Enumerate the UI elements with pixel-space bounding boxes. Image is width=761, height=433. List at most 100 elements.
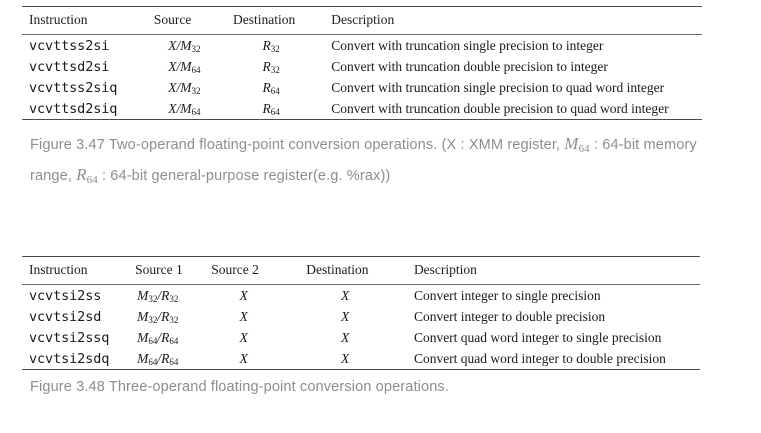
operand-base-b: R [161,287,170,303]
cell-description: Convert with truncation single precision… [331,37,604,53]
rule-segment [211,256,307,257]
operand-subscript-a: 64 [148,335,158,346]
cell-source: X/M32 [154,35,233,56]
table-1-bottom-rule [22,119,702,120]
operand-subscript-b: 32 [169,314,179,325]
rule-segment [327,34,702,35]
operand-base: X/M [168,37,192,53]
table-row: vcvttsd2si X/M64 R32 Convert with trunca… [22,56,702,77]
table-row: vcvttsd2siq X/M64 R64 Convert with trunc… [22,98,702,120]
operand-subscript-b: 64 [169,356,179,367]
operand-slash: / [157,329,162,345]
rule-segment [232,34,328,35]
operand-base-b: R [161,350,170,366]
rule-segment [211,284,307,285]
table-2-bottom-rule [22,369,700,370]
math-subscript: 64 [86,173,98,186]
cell-destination: X [340,287,350,303]
operand-base-b: R [161,329,170,345]
table-2-header-rule [22,284,700,285]
cell-source: X/M64 [154,98,233,120]
cell-source-1: M32/R32 [135,285,211,306]
table-1-top-rule [22,6,702,7]
column-header-destination: Destination [306,262,369,277]
caption-math-r64: R64 [76,164,98,186]
cell-description: Convert with truncation single precision… [331,79,665,95]
cell-destination: R64 [233,98,327,120]
cell-source: X/M64 [154,56,233,77]
cell-destination: R32 [233,56,327,77]
rule-segment [153,34,233,35]
table-1-header-rule [22,34,702,35]
operand-base: R [262,37,271,53]
rule-segment [413,256,700,257]
table-1-header-row: Instruction Source Destination Descripti… [22,7,702,35]
operand-base: R [262,79,271,95]
operand-subscript-a: 32 [148,293,158,304]
cell-destination: X [340,329,350,345]
operand-base-a: M [137,350,149,366]
cell-instruction: vcvtsi2ssq [29,329,110,346]
rule-segment [153,6,233,7]
operand-subscript: 32 [270,43,280,54]
rule-segment [22,284,136,285]
cell-description: Convert integer to single precision [413,287,601,303]
table-row: vcvttss2si X/M32 R32 Convert with trunca… [22,35,702,56]
column-header-source-2: Source 2 [211,262,259,277]
cell-description: Convert integer to double precision [413,308,606,324]
operand-subscript-a: 64 [148,356,158,367]
cell-description: Convert quad word integer to double prec… [413,350,666,366]
column-header-instruction: Instruction [29,12,88,27]
table-row: vcvtsi2sd M32/R32 X X Convert integer to… [22,306,700,327]
operand-subscript: 64 [191,106,201,117]
math-subscript: 64 [578,142,590,155]
rule-segment [22,119,154,120]
caption-text-part-3: : 64-bit general-purpose register(e.g. %… [97,167,391,184]
column-header-description: Description [331,12,395,27]
operand-subscript-a: 32 [148,314,158,325]
rule-segment [327,6,702,7]
rule-segment [306,284,414,285]
rule-segment [232,119,328,120]
cell-source-2: X [239,350,248,366]
operand-base: X/M [168,79,192,95]
operand-base: X/M [168,100,192,116]
rule-segment [22,256,136,257]
rule-segment [413,284,700,285]
caption-math-m64: M64 [564,134,590,155]
rule-segment [327,119,702,120]
table-row: vcvtsi2sdq M64/R64 X X Convert quad word… [22,348,700,370]
cell-source: X/M32 [154,77,233,98]
rule-segment [211,369,307,370]
math-base: R [76,164,87,184]
operand-slash: / [157,308,162,324]
figure-3-47-table: Instruction Source Destination Descripti… [22,6,702,120]
operand-subscript: 32 [191,85,201,96]
rule-segment [153,119,233,120]
table-2-header-row: Instruction Source 1 Source 2 Destinatio… [22,257,700,285]
operand-base-a: M [137,329,149,345]
cell-instruction: vcvtsi2ss [29,287,102,304]
rule-segment [135,369,212,370]
rule-segment [22,6,154,7]
operand-slash: / [157,287,162,303]
cell-source-2: X [239,308,248,324]
figure-3-48-table: Instruction Source 1 Source 2 Destinatio… [22,256,700,370]
table-2-body: vcvtsi2ss M32/R32 X X Convert integer to… [22,285,700,370]
operand-slash: / [157,350,162,366]
table-row: vcvtsi2ss M32/R32 X X Convert integer to… [22,285,700,306]
figure-3-48-caption: Figure 3.48 Three-operand floating-point… [30,379,449,395]
cell-source-2: X [239,287,248,303]
operand-subscript: 64 [191,64,201,75]
cell-description: Convert with truncation double precision… [331,100,669,116]
rule-segment [413,369,700,370]
operand-subscript: 64 [270,85,280,96]
operand-subscript-b: 32 [169,293,179,304]
column-header-instruction: Instruction [29,262,88,277]
figure-3-47-caption: Figure 3.47 Two-operand floating-point c… [30,131,730,193]
cell-instruction: vcvttsd2siq [29,100,118,117]
cell-description: Convert quad word integer to single prec… [413,329,662,345]
table-1-header: Instruction Source Destination Descripti… [22,6,702,35]
operand-base: X/M [168,58,192,74]
cell-instruction: vcvtsi2sd [29,308,102,325]
